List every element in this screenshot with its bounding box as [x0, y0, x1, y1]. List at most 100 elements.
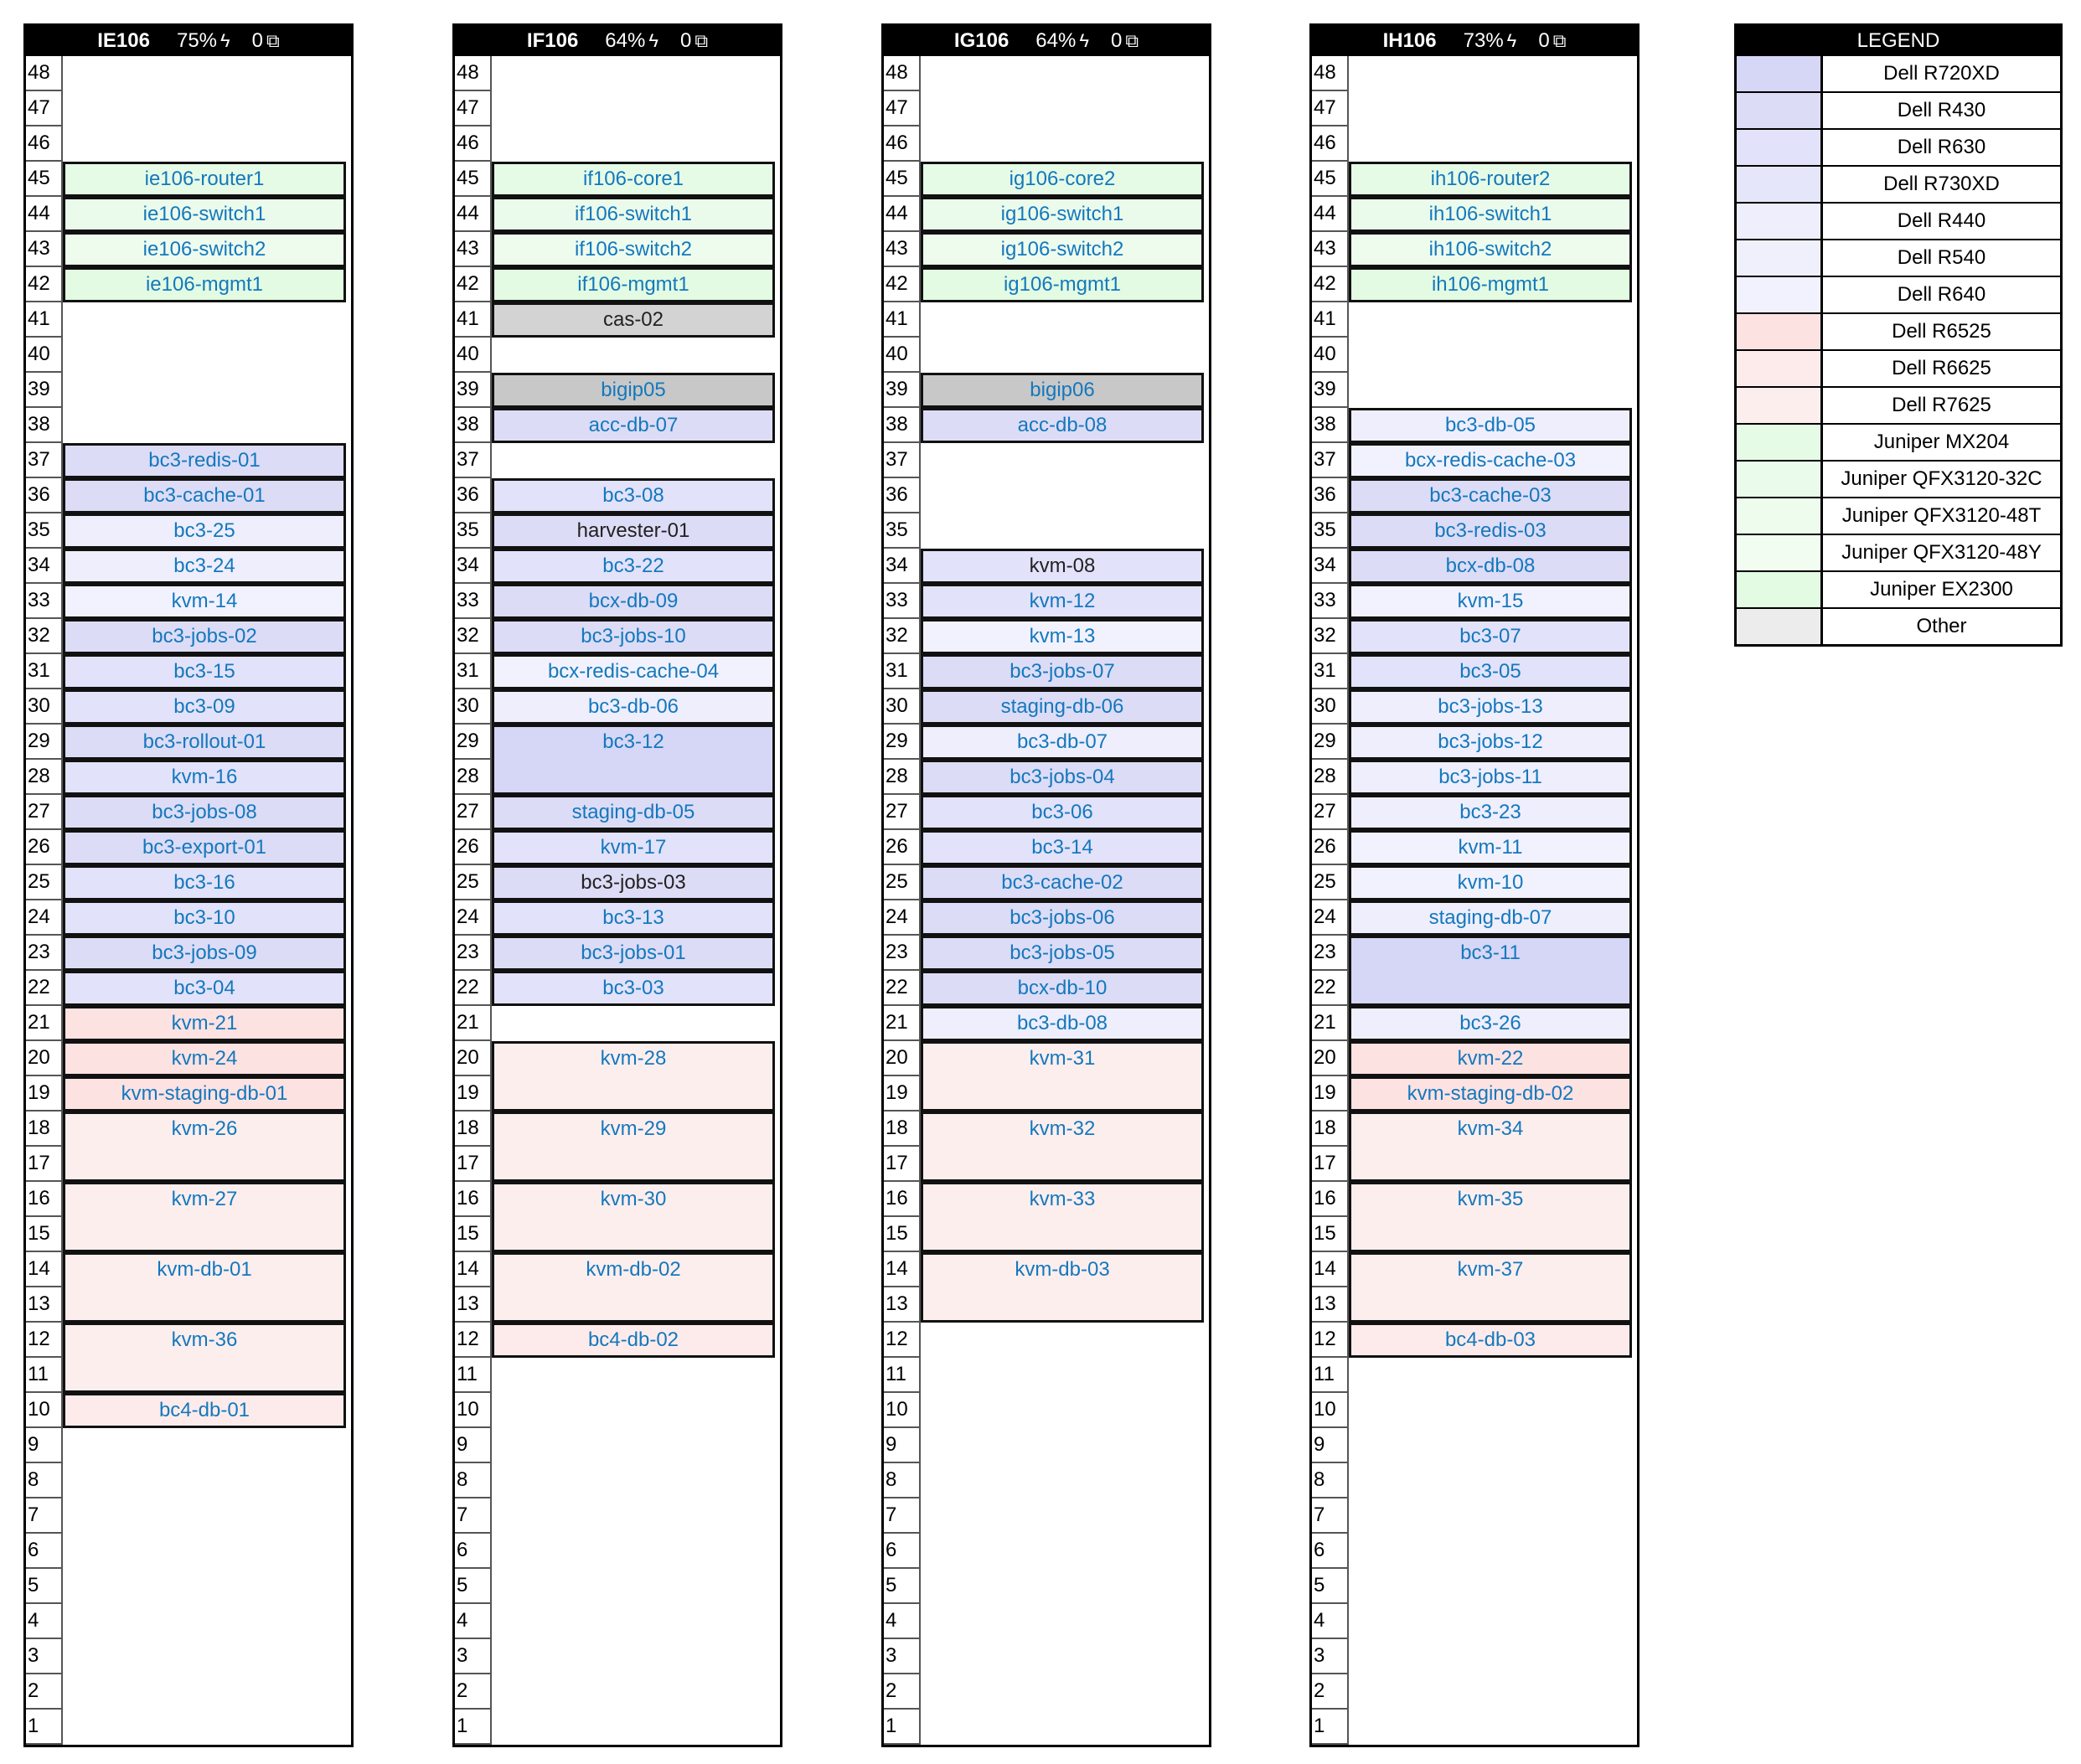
- device-staging-db-05[interactable]: staging-db-05: [492, 795, 775, 830]
- device-bc3-jobs-07[interactable]: bc3-jobs-07: [921, 654, 1204, 689]
- device-bc3-jobs-08[interactable]: bc3-jobs-08: [63, 795, 346, 830]
- device-bc3-12[interactable]: bc3-12: [492, 725, 775, 795]
- device-bc3-16[interactable]: bc3-16: [63, 865, 346, 900]
- device-kvm-27[interactable]: kvm-27: [63, 1182, 346, 1252]
- device-ih106-mgmt1[interactable]: ih106-mgmt1: [1349, 267, 1632, 302]
- device-ig106-switch1[interactable]: ig106-switch1: [921, 197, 1204, 232]
- device-kvm-staging-db-01[interactable]: kvm-staging-db-01: [63, 1076, 346, 1112]
- device-bc3-06[interactable]: bc3-06: [921, 795, 1204, 830]
- device-kvm-26[interactable]: kvm-26: [63, 1112, 346, 1182]
- device-bc3-cache-01[interactable]: bc3-cache-01: [63, 478, 346, 513]
- device-kvm-11[interactable]: kvm-11: [1349, 830, 1632, 865]
- device-ih106-switch2[interactable]: ih106-switch2: [1349, 232, 1632, 267]
- device-bc3-08[interactable]: bc3-08: [492, 478, 775, 513]
- external-link-icon[interactable]: ⧉: [1552, 30, 1567, 51]
- device-bc3-jobs-12[interactable]: bc3-jobs-12: [1349, 725, 1632, 760]
- device-bc3-db-07[interactable]: bc3-db-07: [921, 725, 1204, 760]
- device-ig106-mgmt1[interactable]: ig106-mgmt1: [921, 267, 1204, 302]
- device-staging-db-07[interactable]: staging-db-07: [1349, 900, 1632, 936]
- device-kvm-21[interactable]: kvm-21: [63, 1006, 346, 1041]
- device-kvm-10[interactable]: kvm-10: [1349, 865, 1632, 900]
- device-ih106-switch1[interactable]: ih106-switch1: [1349, 197, 1632, 232]
- device-bc3-jobs-10[interactable]: bc3-jobs-10: [492, 619, 775, 654]
- device-bc3-03[interactable]: bc3-03: [492, 971, 775, 1006]
- device-kvm-staging-db-02[interactable]: kvm-staging-db-02: [1349, 1076, 1632, 1112]
- device-bc4-db-01[interactable]: bc4-db-01: [63, 1393, 346, 1428]
- device-bc3-cache-03[interactable]: bc3-cache-03: [1349, 478, 1632, 513]
- rack-name[interactable]: IF106: [526, 29, 579, 52]
- device-bc3-22[interactable]: bc3-22: [492, 549, 775, 584]
- device-if106-mgmt1[interactable]: if106-mgmt1: [492, 267, 775, 302]
- device-if106-switch1[interactable]: if106-switch1: [492, 197, 775, 232]
- device-bc3-cache-02[interactable]: bc3-cache-02: [921, 865, 1204, 900]
- device-kvm-32[interactable]: kvm-32: [921, 1112, 1204, 1182]
- device-kvm-db-03[interactable]: kvm-db-03: [921, 1252, 1204, 1323]
- device-bc3-14[interactable]: bc3-14: [921, 830, 1204, 865]
- device-if106-switch2[interactable]: if106-switch2: [492, 232, 775, 267]
- device-bc3-26[interactable]: bc3-26: [1349, 1006, 1632, 1041]
- device-kvm-14[interactable]: kvm-14: [63, 584, 346, 619]
- device-bc3-rollout-01[interactable]: bc3-rollout-01: [63, 725, 346, 760]
- device-kvm-37[interactable]: kvm-37: [1349, 1252, 1632, 1323]
- device-bc3-jobs-06[interactable]: bc3-jobs-06: [921, 900, 1204, 936]
- device-bc3-11[interactable]: bc3-11: [1349, 936, 1632, 1006]
- device-bc3-04[interactable]: bc3-04: [63, 971, 346, 1006]
- device-ig106-core2[interactable]: ig106-core2: [921, 162, 1204, 197]
- device-kvm-29[interactable]: kvm-29: [492, 1112, 775, 1182]
- device-ie106-switch1[interactable]: ie106-switch1: [63, 197, 346, 232]
- device-bigip05[interactable]: bigip05: [492, 373, 775, 408]
- device-kvm-34[interactable]: kvm-34: [1349, 1112, 1632, 1182]
- device-bc3-24[interactable]: bc3-24: [63, 549, 346, 584]
- device-bcx-redis-cache-04[interactable]: bcx-redis-cache-04: [492, 654, 775, 689]
- device-bc4-db-03[interactable]: bc4-db-03: [1349, 1323, 1632, 1358]
- device-bc3-jobs-04[interactable]: bc3-jobs-04: [921, 760, 1204, 795]
- device-if106-core1[interactable]: if106-core1: [492, 162, 775, 197]
- device-kvm-17[interactable]: kvm-17: [492, 830, 775, 865]
- device-kvm-35[interactable]: kvm-35: [1349, 1182, 1632, 1252]
- device-kvm-31[interactable]: kvm-31: [921, 1041, 1204, 1112]
- rack-name[interactable]: IH106: [1382, 29, 1437, 52]
- device-kvm-24[interactable]: kvm-24: [63, 1041, 346, 1076]
- device-bc3-db-05[interactable]: bc3-db-05: [1349, 408, 1632, 443]
- device-kvm-28[interactable]: kvm-28: [492, 1041, 775, 1112]
- device-bc3-09[interactable]: bc3-09: [63, 689, 346, 725]
- device-bc3-db-06[interactable]: bc3-db-06: [492, 689, 775, 725]
- device-bcx-db-10[interactable]: bcx-db-10: [921, 971, 1204, 1006]
- device-kvm-16[interactable]: kvm-16: [63, 760, 346, 795]
- device-bc3-jobs-05[interactable]: bc3-jobs-05: [921, 936, 1204, 971]
- device-ih106-router2[interactable]: ih106-router2: [1349, 162, 1632, 197]
- external-link-icon[interactable]: ⧉: [695, 30, 709, 51]
- device-kvm-33[interactable]: kvm-33: [921, 1182, 1204, 1252]
- device-bc3-07[interactable]: bc3-07: [1349, 619, 1632, 654]
- device-bc3-redis-03[interactable]: bc3-redis-03: [1349, 513, 1632, 549]
- device-ie106-mgmt1[interactable]: ie106-mgmt1: [63, 267, 346, 302]
- device-kvm-db-01[interactable]: kvm-db-01: [63, 1252, 346, 1323]
- device-bc3-jobs-13[interactable]: bc3-jobs-13: [1349, 689, 1632, 725]
- rack-name[interactable]: IE106: [97, 29, 150, 52]
- device-kvm-30[interactable]: kvm-30: [492, 1182, 775, 1252]
- device-bc3-05[interactable]: bc3-05: [1349, 654, 1632, 689]
- device-bc3-jobs-01[interactable]: bc3-jobs-01: [492, 936, 775, 971]
- device-kvm-15[interactable]: kvm-15: [1349, 584, 1632, 619]
- device-bc3-db-08[interactable]: bc3-db-08: [921, 1006, 1204, 1041]
- rack-name[interactable]: IG106: [953, 29, 1010, 52]
- external-link-icon[interactable]: ⧉: [1125, 30, 1139, 51]
- device-kvm-13[interactable]: kvm-13: [921, 619, 1204, 654]
- device-bc3-jobs-02[interactable]: bc3-jobs-02: [63, 619, 346, 654]
- device-bcx-redis-cache-03[interactable]: bcx-redis-cache-03: [1349, 443, 1632, 478]
- device-bcx-db-08[interactable]: bcx-db-08: [1349, 549, 1632, 584]
- device-bc3-redis-01[interactable]: bc3-redis-01: [63, 443, 346, 478]
- device-ig106-switch2[interactable]: ig106-switch2: [921, 232, 1204, 267]
- device-bc3-jobs-11[interactable]: bc3-jobs-11: [1349, 760, 1632, 795]
- device-acc-db-07[interactable]: acc-db-07: [492, 408, 775, 443]
- device-bc3-15[interactable]: bc3-15: [63, 654, 346, 689]
- device-bc3-10[interactable]: bc3-10: [63, 900, 346, 936]
- device-ie106-router1[interactable]: ie106-router1: [63, 162, 346, 197]
- device-bc3-jobs-09[interactable]: bc3-jobs-09: [63, 936, 346, 971]
- device-bc3-23[interactable]: bc3-23: [1349, 795, 1632, 830]
- device-kvm-36[interactable]: kvm-36: [63, 1323, 346, 1393]
- device-bc4-db-02[interactable]: bc4-db-02: [492, 1323, 775, 1358]
- external-link-icon[interactable]: ⧉: [266, 30, 280, 51]
- device-bc3-13[interactable]: bc3-13: [492, 900, 775, 936]
- device-bcx-db-09[interactable]: bcx-db-09: [492, 584, 775, 619]
